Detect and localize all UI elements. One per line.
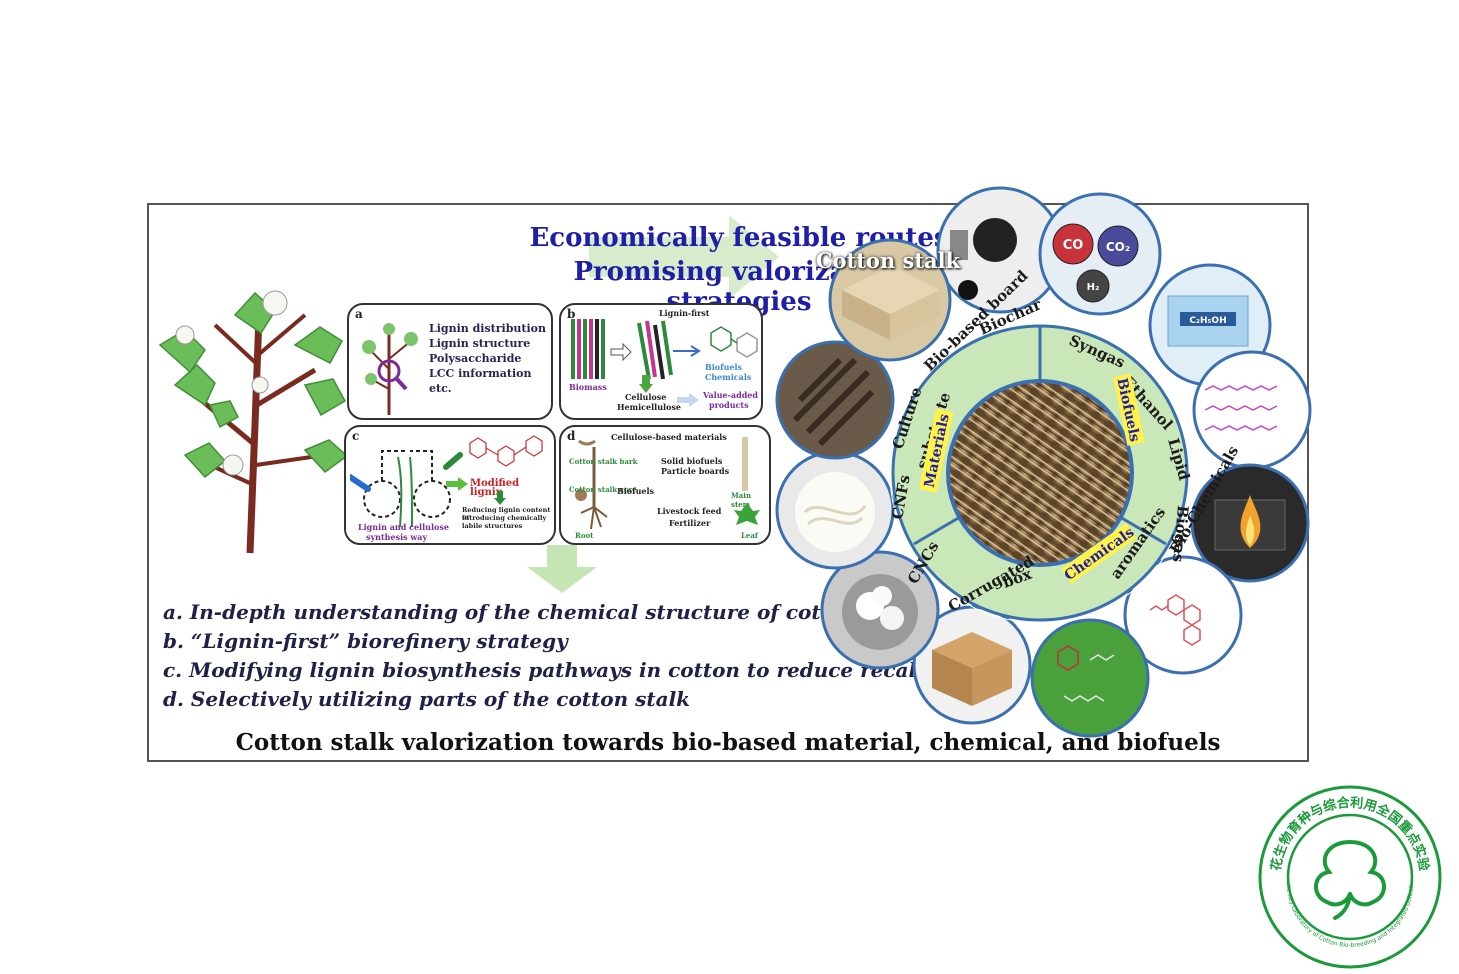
panel-b-biofuels: Biofuels (705, 362, 743, 372)
panel-b-biomass: Biomass (569, 382, 607, 392)
panel-d-stalk-core: Cotton stalk core (569, 485, 637, 494)
panel-d-stalk-bark: Cotton stalk bark (569, 457, 638, 466)
panel-d-biofuels: Biofuels (617, 486, 655, 496)
lignin-molecule-icon (469, 435, 543, 467)
panel-d-label: d (567, 429, 576, 443)
panel-a: a Lignin distribution Lignin structure P… (347, 303, 553, 420)
panel-b-hemicellulose: Hemicellulose (617, 402, 681, 412)
cotton-plant-illustration (158, 290, 349, 554)
down-arrow (527, 545, 597, 593)
panel-c-pathway: Lignin and cellulose (358, 522, 449, 532)
panel-b-cellulose: Cellulose (625, 392, 667, 402)
top-arrow (589, 215, 779, 299)
arrow-right-light-icon (677, 393, 699, 407)
chemical-structure-icon (710, 326, 758, 358)
panel-d-cellulose-materials: Cellulose-based materials (611, 432, 727, 442)
arrow-right-green-icon (446, 477, 468, 491)
lab-emblem-logo: 棉花生物育种与综合利用全国重点实验室 State Key Laboratory … (1257, 784, 1442, 969)
panel-c-modified-lignin: Modified lignin (470, 478, 520, 498)
arrow-down-icon (639, 375, 653, 393)
strategy-item: d. Selectively utilizing parts of the co… (163, 687, 691, 711)
panel-a-line: Lignin distribution (429, 322, 547, 335)
panel-c-note: introducing chemically (462, 514, 547, 522)
panel-d-leaf: Leaf (741, 531, 758, 540)
panel-b-lignin-first: Lignin-first (659, 308, 710, 318)
figure-caption: Cotton stalk valorization towards bio-ba… (235, 729, 1221, 756)
panel-a-label: a (355, 307, 363, 321)
panel-a-line: Polysaccharide (429, 352, 522, 365)
panel-c-label: c (352, 429, 360, 443)
strategy-item: a. In-depth understanding of the chemica… (163, 600, 920, 624)
cotton-boll-icon (1314, 840, 1386, 920)
biomass-fibers-icon (571, 319, 673, 380)
panel-a-line: Lignin structure (429, 337, 531, 350)
arrow-right-icon (673, 345, 701, 357)
panel-d-fertilizer: Fertilizer (669, 518, 711, 528)
panel-b-label: b (567, 307, 576, 321)
panel-b: b Biomass Lignin-first Biofuels Chemical… (559, 303, 763, 420)
panel-b-value-added: Value-added (703, 390, 758, 400)
panel-d-livestock: Livestock feed (657, 506, 722, 516)
panel-c: c Modified lignin Reducing lignin conten… (344, 425, 556, 545)
panel-b-products: products (709, 400, 749, 410)
cotton-stalk-parts-icon (575, 439, 608, 530)
strategy-item: b. “Lignin-first” biorefinery strategy (163, 629, 568, 653)
panel-c-pathway: synthesis way (366, 532, 428, 542)
panel-d-solid-biofuels: Solid biofuels (661, 456, 723, 466)
panel-a-line: LCC information (429, 367, 532, 380)
biosynthesis-pathway-icon (350, 450, 463, 528)
main-stem-icon (742, 437, 748, 491)
panel-c-note: Reducing lignin content or (462, 506, 551, 521)
wheel-center-label: Cotton stalk (815, 248, 961, 273)
strategy-item: c. Modifying lignin biosynthesis pathway… (163, 658, 1009, 682)
panel-d-main-stem: Main stem (731, 491, 752, 509)
panel-d-particle-boards: Particle boards (661, 466, 730, 476)
panel-d-root: Root (575, 531, 594, 540)
leaf-icon (734, 503, 760, 525)
panel-a-line: etc. (429, 382, 452, 395)
strategy-list: a. In-depth understanding of the chemica… (163, 598, 1008, 714)
arrow-down-icon (494, 491, 506, 505)
plant-magnifier-icon (362, 323, 418, 415)
panel-c-note: labile structures (462, 522, 523, 530)
figure-frame: Economically feasible routes Promising v… (147, 203, 1309, 762)
panel-b-chemicals: Chemicals (705, 372, 752, 382)
panel-d: d Cellulose-based materials Cotton stalk… (559, 425, 771, 545)
